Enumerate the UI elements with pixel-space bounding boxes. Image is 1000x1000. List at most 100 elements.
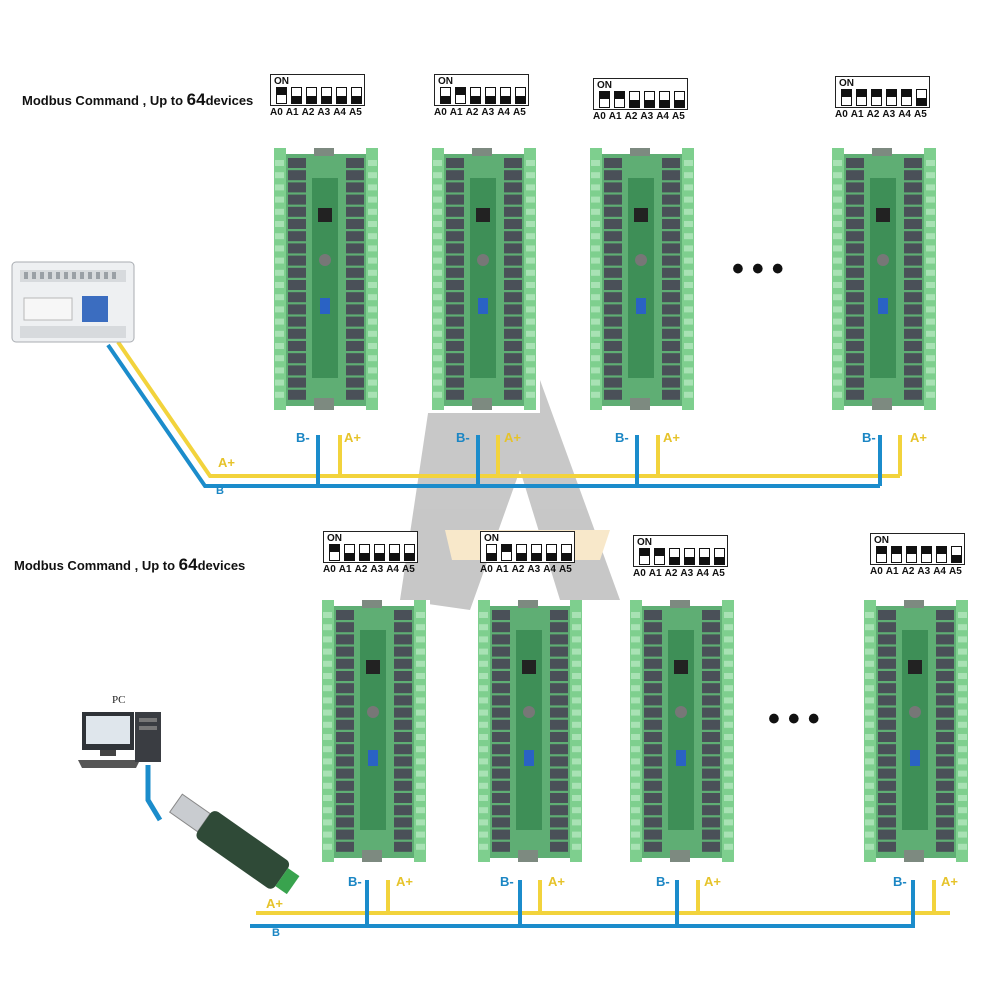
dip-switch-toggle[interactable]: [500, 87, 511, 104]
relay-board-icon: [828, 146, 940, 418]
row2-bus-wires: [145, 765, 950, 928]
dip-switch-toggle[interactable]: [654, 548, 665, 565]
row1-bus-wires: [106, 340, 902, 488]
relay-board-icon: [318, 598, 430, 870]
address-label: A0: [593, 111, 606, 122]
dip-switch-toggle[interactable]: [561, 544, 572, 561]
heading-number: 64: [186, 90, 206, 109]
dip-switch-toggle[interactable]: [659, 91, 670, 108]
address-label: A4: [333, 107, 346, 118]
address-label: A2: [354, 564, 368, 575]
dip-switch-toggle[interactable]: [951, 546, 962, 563]
more-devices-ellipsis: •••: [768, 700, 828, 738]
dip-switch-toggle[interactable]: [891, 546, 902, 563]
dip-switch-toggle[interactable]: [455, 87, 466, 104]
dip-switch-toggle[interactable]: [516, 544, 527, 561]
dip-switch-toggle[interactable]: [614, 91, 625, 108]
dip-switch-toggle[interactable]: [321, 87, 332, 104]
dip-switch-toggle[interactable]: [440, 87, 451, 104]
dip-switch-toggle[interactable]: [871, 89, 882, 106]
dip-switch-toggle[interactable]: [921, 546, 932, 563]
bus-b-label: B: [272, 928, 280, 936]
dip-switch-toggle[interactable]: [359, 544, 370, 561]
desktop-pc-icon: [78, 712, 161, 768]
dip-switch-toggle[interactable]: [374, 544, 385, 561]
tap-a-plus-label: A+: [396, 874, 413, 889]
address-label: A5: [948, 566, 962, 577]
address-label: A3: [640, 111, 654, 122]
address-label: A0: [870, 566, 883, 577]
dip-switch-toggle[interactable]: [936, 546, 947, 563]
dip-switch-toggle[interactable]: [599, 91, 610, 108]
dip-switch-toggle[interactable]: [329, 544, 340, 561]
address-label: A4: [543, 564, 556, 575]
address-label: A2: [664, 568, 678, 579]
dip-switch-toggle[interactable]: [629, 91, 640, 108]
tap-b-minus-label: B-: [296, 430, 310, 445]
dip-switch-toggle[interactable]: [856, 89, 867, 106]
dip-switch-toggle[interactable]: [470, 87, 481, 104]
address-label: A3: [680, 568, 694, 579]
dip-switch-toggle[interactable]: [336, 87, 347, 104]
more-devices-ellipsis: •••: [732, 250, 792, 288]
relay-board-icon: [474, 598, 586, 870]
dip-switch-toggle[interactable]: [276, 87, 287, 104]
address-label: A2: [511, 564, 525, 575]
dip-switch-toggle[interactable]: [901, 89, 912, 106]
dip-on-label: ON: [839, 78, 854, 89]
heading-number: 64: [178, 555, 198, 574]
tap-b-minus-label: B-: [862, 430, 876, 445]
dip-on-label: ON: [874, 535, 889, 546]
tap-b-minus-label: B-: [615, 430, 629, 445]
dip-switch-toggle[interactable]: [841, 89, 852, 106]
heading-prefix: Modbus Command , Up to: [14, 558, 179, 573]
bus-a-label: A+: [218, 455, 235, 470]
address-label: A5: [711, 568, 725, 579]
dip-switch-toggle[interactable]: [674, 91, 685, 108]
dip-switch-toggle[interactable]: [644, 91, 655, 108]
dip-switch-toggle[interactable]: [684, 548, 695, 565]
dip-switch-toggle[interactable]: [389, 544, 400, 561]
dip-switch-toggle[interactable]: [531, 544, 542, 561]
dip-switch-toggle[interactable]: [639, 548, 650, 565]
dip-switch-toggle[interactable]: [351, 87, 362, 104]
pc-label: PC: [112, 694, 126, 706]
tap-a-plus-label: A+: [704, 874, 721, 889]
dip-switch-toggle[interactable]: [404, 544, 415, 561]
dip-switch-toggle[interactable]: [306, 87, 317, 104]
dip-switch-housing: ON: [835, 76, 930, 108]
tap-a-plus-label: A+: [910, 430, 927, 445]
dip-switch-toggle[interactable]: [344, 544, 355, 561]
tap-a-plus-label: A+: [941, 874, 958, 889]
dip-switch-toggle[interactable]: [546, 544, 557, 561]
dip-switch-toggle[interactable]: [714, 548, 725, 565]
dip-switch-toggle[interactable]: [291, 87, 302, 104]
address-label: A5: [671, 111, 685, 122]
address-label: A1: [648, 568, 662, 579]
tap-b-minus-label: B-: [500, 874, 514, 889]
usb-rs485-adapter-icon: [169, 793, 300, 895]
dip-switch-toggle[interactable]: [886, 89, 897, 106]
dip-switch-housing: ON: [270, 74, 365, 106]
plc-controller-icon: [11, 261, 135, 343]
dip-switch-toggle[interactable]: [906, 546, 917, 563]
row1-heading: Modbus Command , Up to 64devices: [22, 90, 253, 110]
dip-switch-housing: ON: [870, 533, 965, 565]
dip-switch-toggle[interactable]: [669, 548, 680, 565]
dip-switch-toggle[interactable]: [699, 548, 710, 565]
address-label: A2: [901, 566, 915, 577]
dip-switch-toggle[interactable]: [876, 546, 887, 563]
dip-switch-housing: ON: [633, 535, 728, 567]
dip-switch-toggle[interactable]: [486, 544, 497, 561]
dip-switch-toggle[interactable]: [515, 87, 526, 104]
dip-switch-toggle[interactable]: [916, 89, 927, 106]
address-label: A1: [285, 107, 299, 118]
dip-switch-toggle[interactable]: [501, 544, 512, 561]
bus-a-label: A+: [266, 896, 283, 911]
dip-switch-toggle[interactable]: [485, 87, 496, 104]
